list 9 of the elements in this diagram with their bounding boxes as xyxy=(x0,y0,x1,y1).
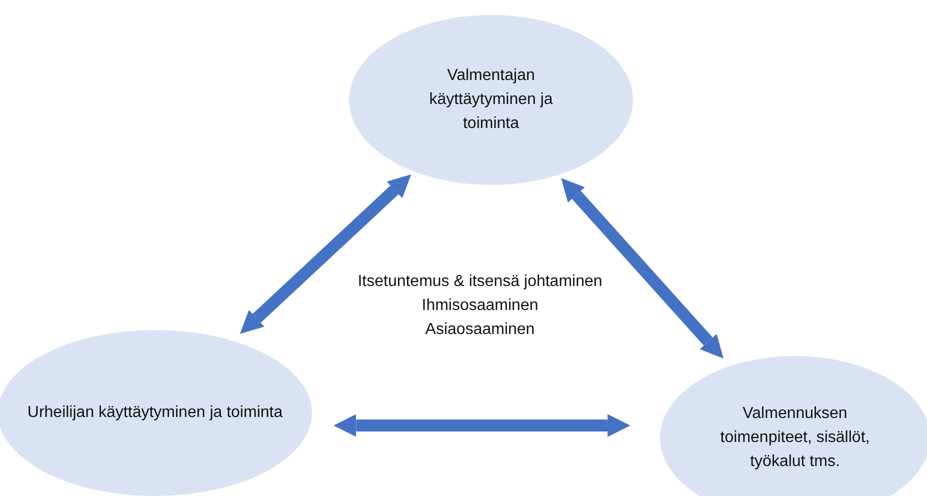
double-arrow xyxy=(561,178,724,358)
competence-label: Itsetuntemus & itsensä johtaminen xyxy=(358,272,602,292)
node-text: Valmentajan käyttäytyminen ja toiminta xyxy=(428,66,554,134)
competence-label: Ihmisosaaminen xyxy=(422,296,538,316)
double-arrow xyxy=(240,174,412,334)
competence-label: Asiaosaaminen xyxy=(425,320,535,340)
node-text: Valmennuksen toimenpiteet, sisällöt, työkalut tms. xyxy=(719,404,871,472)
node-text: Urheilijan käyttäytyminen ja toiminta xyxy=(27,403,283,423)
double-arrow xyxy=(333,414,630,437)
